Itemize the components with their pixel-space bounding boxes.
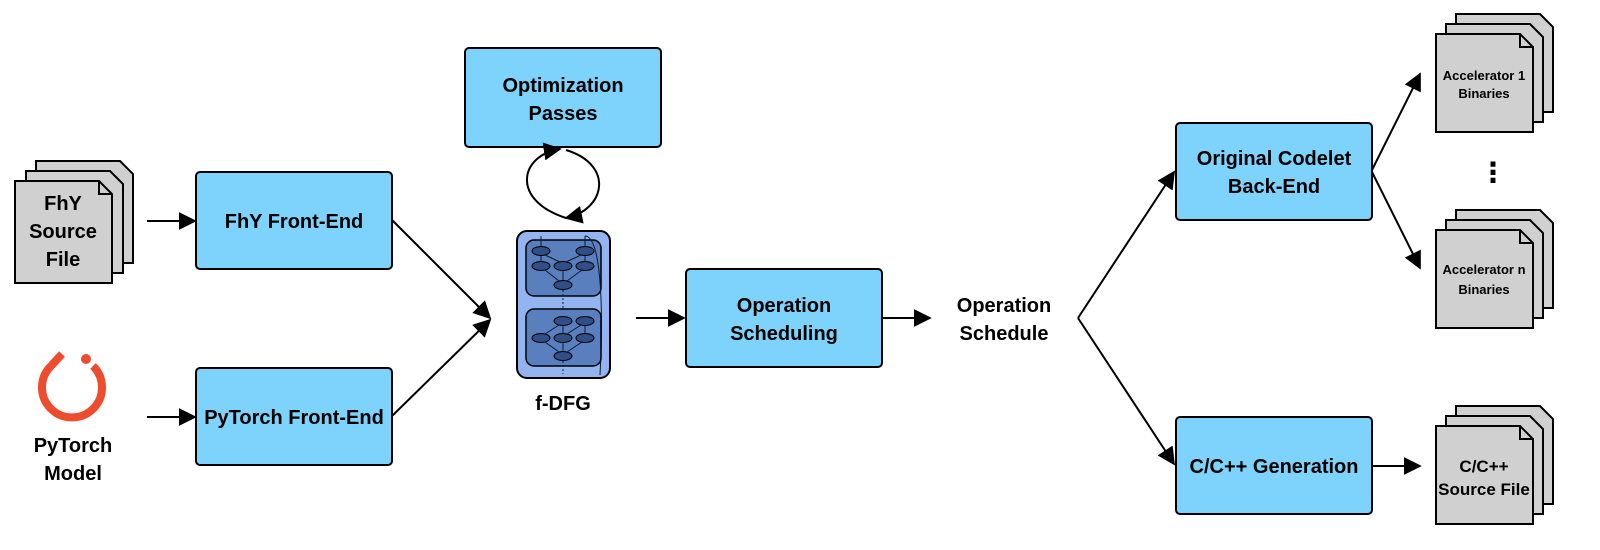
- c-generation-box: C/C++ Generation: [1175, 416, 1373, 515]
- fhy-file-line-1: FhY: [44, 193, 82, 215]
- fhy-file-line-3: File: [46, 249, 80, 271]
- c-source-line-1: C/C++: [1459, 457, 1508, 476]
- schedule-label-line-1: Operation: [957, 295, 1051, 317]
- accelerator-n-binaries-doc: Accelerator n Binaries: [1435, 209, 1554, 329]
- arrow-codelet-to-accel1: [1371, 72, 1421, 171]
- fhy-file-line-2: Source: [29, 221, 97, 243]
- scheduling-line-1: Operation: [737, 295, 831, 317]
- arrow-fhy-to-dfg: [391, 219, 492, 320]
- accelerator-1-binaries-doc: Accelerator 1 Binaries: [1435, 13, 1554, 133]
- schedule-label-line-2: Schedule: [960, 323, 1049, 345]
- codelet-back-end-box: Original Codelet Back-End: [1175, 122, 1373, 221]
- scheduling-line-2: Scheduling: [730, 323, 838, 345]
- fhy-front-end-box: FhY Front-End: [195, 171, 393, 270]
- optimization-line-2: Passes: [529, 103, 598, 125]
- doc-stack-icon: [14, 160, 134, 284]
- c-source-line-2: Source File: [1438, 480, 1530, 499]
- f-dfg-label: f-DFG: [535, 393, 591, 415]
- doc-stack-icon: [1435, 209, 1554, 329]
- acceln-line-1: Accelerator n: [1442, 262, 1525, 277]
- pytorch-label-line-2: Model: [44, 463, 102, 485]
- f-dfg-graph-icon: [516, 230, 611, 379]
- c-generation-label: C/C++ Generation: [1190, 456, 1359, 478]
- pytorch-label-line-1: PyTorch: [34, 435, 113, 457]
- acceln-line-2: Binaries: [1458, 282, 1509, 297]
- operation-scheduling-box: Operation Scheduling: [685, 268, 883, 368]
- arrow-dfg-to-optimization: [526, 142, 567, 219]
- accel1-line-2: Binaries: [1458, 86, 1509, 101]
- vertical-ellipsis: ⋮: [1479, 157, 1507, 188]
- optimization-line-1: Optimization: [502, 75, 623, 97]
- arrow-optimization-to-dfg: [564, 149, 600, 224]
- fhy-source-file-doc: FhY Source File: [14, 160, 134, 284]
- accel1-line-1: Accelerator 1: [1443, 68, 1525, 83]
- arrow-codelet-to-acceln: [1371, 171, 1421, 270]
- doc-stack-icon: [1435, 405, 1554, 525]
- doc-stack-icon: [1435, 13, 1554, 133]
- pytorch-model: PyTorch Model: [34, 351, 113, 485]
- pytorch-front-end-box: PyTorch Front-End: [195, 367, 393, 466]
- pytorch-logo-icon: [38, 351, 106, 422]
- arrow-schedule-to-codelet: [1077, 170, 1175, 319]
- c-source-file-doc: C/C++ Source File: [1435, 405, 1554, 525]
- fhy-front-end-label: FhY Front-End: [225, 211, 364, 233]
- pytorch-front-end-label: PyTorch Front-End: [204, 407, 384, 429]
- codelet-line-2: Back-End: [1228, 176, 1320, 198]
- arrow-pytorch-to-dfg: [391, 318, 492, 417]
- arrow-schedule-to-cgen: [1077, 317, 1175, 466]
- optimization-passes-box: Optimization Passes: [464, 47, 662, 148]
- codelet-line-1: Original Codelet: [1197, 148, 1352, 170]
